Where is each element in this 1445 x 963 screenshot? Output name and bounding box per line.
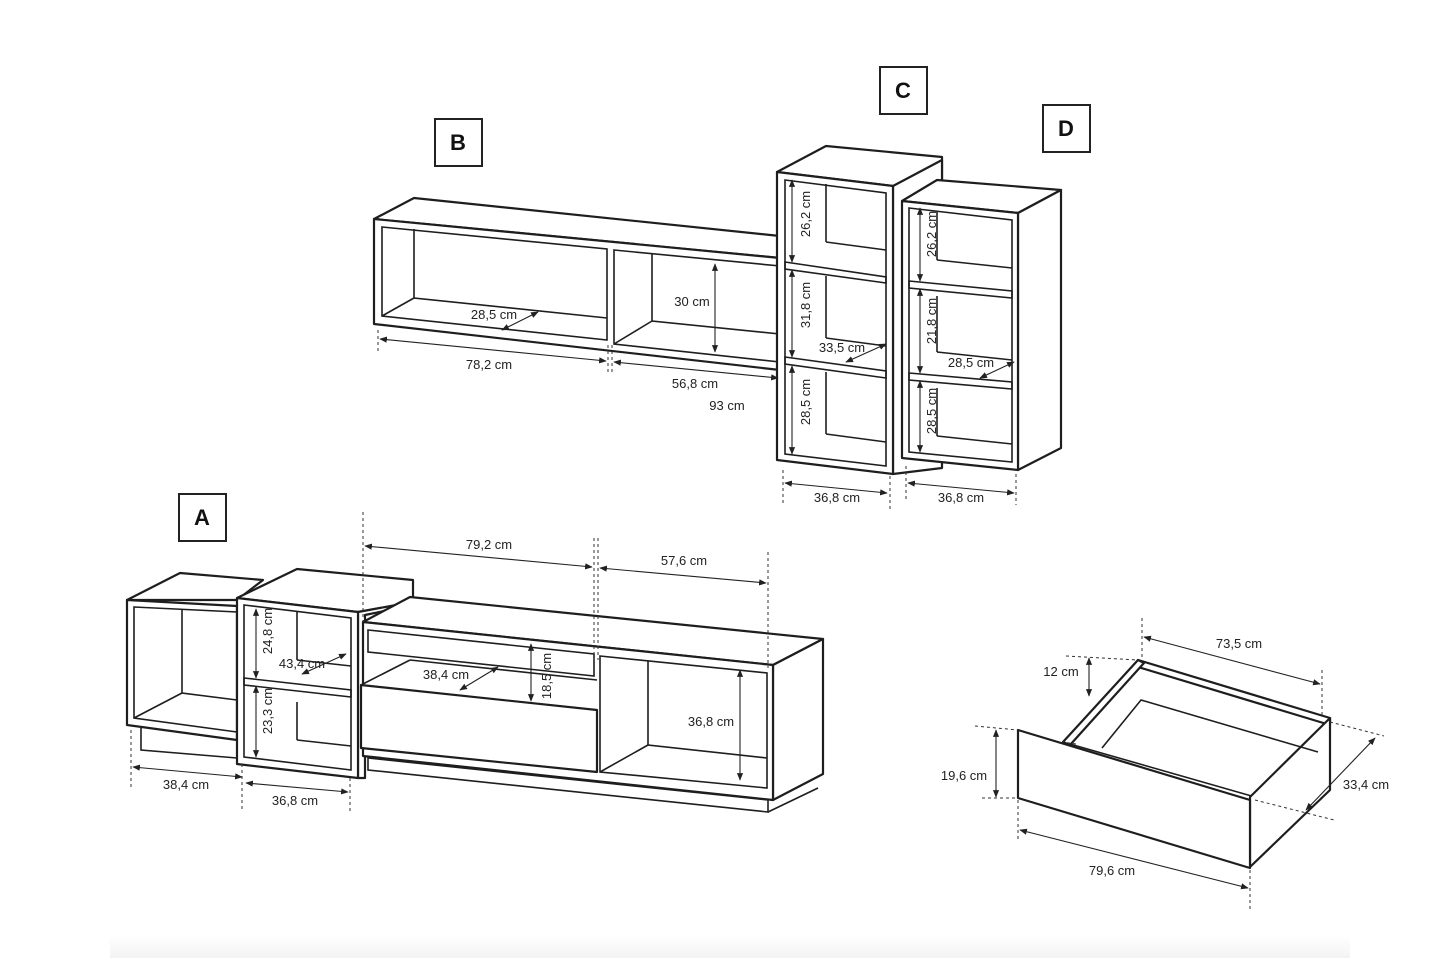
dim-a-top-span: 79,2 cm [466, 537, 512, 552]
label-b-text: B [450, 130, 466, 155]
dim-c-depth: 33,5 cm [819, 340, 865, 355]
dim-drawer-front-height: 19,6 cm [941, 768, 987, 783]
label-a: A [178, 493, 227, 542]
dim-d-depth: 28,5 cm [948, 355, 994, 370]
dim-a-shelf-top-height: 24,8 cm [260, 608, 275, 654]
label-d-text: D [1058, 116, 1074, 141]
label-c-text: C [895, 78, 911, 103]
label-a-text: A [194, 505, 210, 530]
dim-b-depth: 28,5 cm [471, 307, 517, 322]
label-b: B [434, 118, 483, 167]
dim-a-right-span: 57,6 cm [661, 553, 707, 568]
dim-b-height: 30 cm [674, 294, 709, 309]
dim-a-shelf-depth: 43,4 cm [279, 656, 325, 671]
dim-c-mid-height: 31,8 cm [798, 282, 813, 328]
dim-a-drawer-depth: 38,4 cm [423, 667, 469, 682]
unit-b [372, 196, 782, 372]
dim-b-right-width: 56,8 cm [672, 376, 718, 391]
dim-drawer-inner-width: 73,5 cm [1216, 636, 1262, 651]
dim-a-drawer-height: 18,5 cm [539, 653, 554, 699]
dim-b-left-width: 78,2 cm [466, 357, 512, 372]
dim-d-mid-height: 21,8 cm [924, 298, 939, 344]
unit-a-tv-module [359, 595, 825, 813]
label-d: D [1042, 104, 1091, 153]
dimension-texts: 28,5 cm 30 cm 78,2 cm 56,8 cm 93 cm 26,2… [163, 191, 1389, 878]
dim-c-bottom-height: 28,5 cm [798, 379, 813, 425]
drawer-detail [1016, 658, 1332, 870]
dim-drawer-inner-height: 12 cm [1043, 664, 1078, 679]
dim-a-shelf-bottom-height: 23,3 cm [260, 688, 275, 734]
dim-d-width: 36,8 cm [938, 490, 984, 505]
dim-b-total-width: 93 cm [709, 398, 744, 413]
dim-d-bottom-height: 28,5 cm [924, 388, 939, 434]
dim-a-mid-width: 36,8 cm [272, 793, 318, 808]
label-c: C [879, 66, 928, 115]
dim-drawer-depth: 33,4 cm [1343, 777, 1389, 792]
unit-d [900, 178, 1063, 472]
bottom-fade [110, 935, 1350, 958]
dim-a-open-height: 36,8 cm [688, 714, 734, 729]
dim-c-top-height: 26,2 cm [798, 191, 813, 237]
dim-d-top-height: 26,2 cm [924, 211, 939, 257]
dimension-arrows [132, 179, 1376, 890]
dim-a-left-width: 38,4 cm [163, 777, 209, 792]
unit-a-left-module [125, 571, 265, 759]
extension-lines [130, 330, 1385, 910]
dim-drawer-front-width: 79,6 cm [1089, 863, 1135, 878]
dim-c-width: 36,8 cm [814, 490, 860, 505]
